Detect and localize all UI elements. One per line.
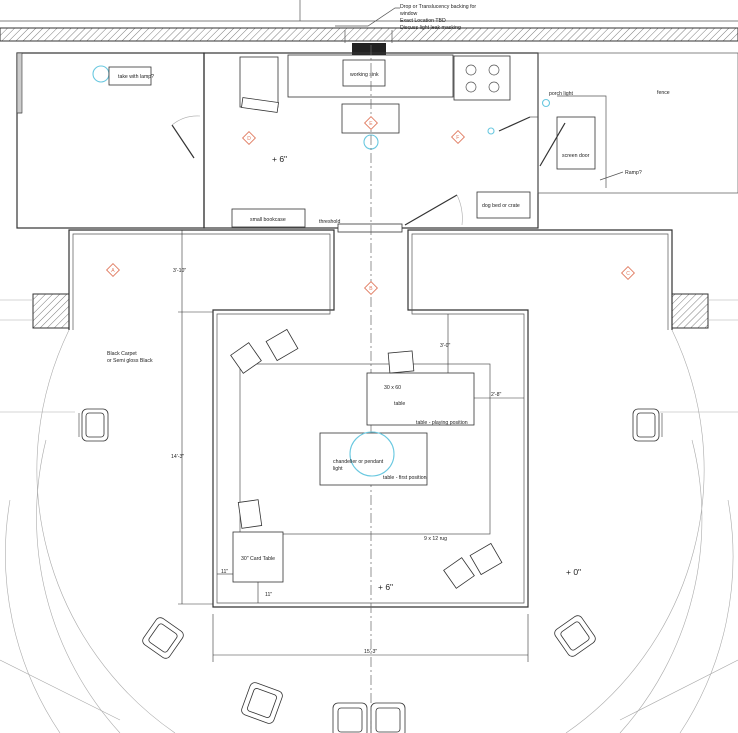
dim-3-0: 3'-0" bbox=[440, 343, 450, 349]
screen-door bbox=[556, 116, 596, 170]
chandelier-label-1: chandelier or pendant bbox=[333, 459, 384, 465]
svg-text:A: A bbox=[111, 268, 115, 274]
chair-left bbox=[78, 408, 109, 442]
dim-15-3: 15'-3" bbox=[364, 649, 377, 655]
marker-d: D bbox=[241, 130, 257, 146]
ramp-label: Ramp? bbox=[625, 170, 642, 176]
svg-text:F: F bbox=[456, 135, 459, 141]
dog-bed bbox=[476, 191, 531, 219]
chandelier-light bbox=[349, 431, 395, 477]
fence-label: fence bbox=[657, 90, 670, 96]
light-markers: A B C D E F bbox=[105, 115, 636, 296]
stove bbox=[453, 55, 511, 101]
rug-outline bbox=[239, 363, 491, 535]
svg-text:E: E bbox=[369, 121, 373, 127]
chair-bottom-left bbox=[241, 682, 283, 724]
table-playing bbox=[366, 372, 475, 426]
seating-arcs bbox=[0, 329, 738, 733]
dimensions: 3'-10" 14'-3" 3'-0" 2'-8" 11" 11" 15'-3" bbox=[171, 230, 529, 662]
table-first-label: table - first position bbox=[383, 475, 427, 481]
dim-2-8: 2'-8" bbox=[491, 392, 501, 398]
chandelier-label-2: light bbox=[333, 466, 343, 472]
chair-lower-right bbox=[554, 615, 596, 657]
floor-elevation-label: + 0" bbox=[566, 567, 581, 577]
marker-a: A bbox=[105, 262, 121, 278]
chair-lower-left bbox=[142, 617, 184, 659]
window-note-line-2: window bbox=[400, 11, 418, 17]
threshold bbox=[337, 223, 403, 233]
black-carpet-label-2: or Semi gloss Black bbox=[107, 358, 153, 364]
stage-furniture: 30 x 60 table table - playing position c… bbox=[107, 328, 581, 592]
table-size-label: 30 x 60 bbox=[384, 385, 401, 391]
porch: porch light fence screen door Ramp? bbox=[539, 90, 670, 188]
main-room bbox=[0, 229, 738, 608]
dim-14-3: 14'-3" bbox=[171, 454, 184, 460]
take-with-lamp-label: take with lamp? bbox=[118, 74, 154, 80]
exterior-wall-top bbox=[0, 0, 738, 55]
chair-bottom-center-a bbox=[332, 702, 368, 733]
window-note: Drop or Translucency backing for window … bbox=[335, 4, 476, 31]
svg-text:C: C bbox=[626, 271, 630, 277]
working-sink-label: working sink bbox=[350, 72, 379, 78]
dim-3-10: 3'-10" bbox=[173, 268, 186, 274]
small-bookcase bbox=[231, 208, 306, 228]
chair-bottom-center-b bbox=[370, 702, 406, 733]
marker-e: E bbox=[363, 115, 379, 131]
card-table bbox=[232, 531, 284, 583]
marker-f: F bbox=[450, 129, 466, 145]
window-note-line-3: Exact Location TBD bbox=[400, 18, 446, 24]
stage-elevation-label: + 6" bbox=[378, 582, 393, 592]
black-carpet-label-1: Black Carpet bbox=[107, 351, 137, 357]
window-note-line-4: Discuss light leak masking bbox=[400, 25, 461, 31]
upper-rooms: take with lamp? bbox=[16, 52, 738, 229]
svg-text:B: B bbox=[369, 286, 373, 292]
dog-bed-label: dog bed or crate bbox=[482, 203, 520, 209]
kitchen: working sink + 6" small bookcase dog bed… bbox=[231, 54, 538, 233]
upper-elevation-label: + 6" bbox=[272, 154, 287, 164]
working-sink bbox=[342, 59, 386, 87]
small-bookcase-label: small bookcase bbox=[250, 217, 286, 223]
dim-11-side: 11" bbox=[221, 569, 228, 575]
marker-b: B bbox=[363, 280, 379, 296]
chair-right bbox=[632, 408, 663, 442]
svg-text:D: D bbox=[247, 136, 251, 142]
table-label: table bbox=[394, 401, 405, 407]
marker-c: C bbox=[620, 265, 636, 281]
window-note-line-1: Drop or Translucency backing for bbox=[400, 4, 476, 10]
threshold-label: threshold bbox=[319, 219, 340, 225]
screen-door-label: screen door bbox=[562, 153, 590, 159]
dim-11-bottom: 11" bbox=[265, 592, 272, 598]
card-table-label: 30" Card Table bbox=[241, 556, 275, 562]
porch-light-label: porch light bbox=[549, 91, 573, 97]
table-playing-label: table - playing position bbox=[416, 420, 468, 426]
rug-label: 9 x 12 rug bbox=[424, 536, 447, 542]
